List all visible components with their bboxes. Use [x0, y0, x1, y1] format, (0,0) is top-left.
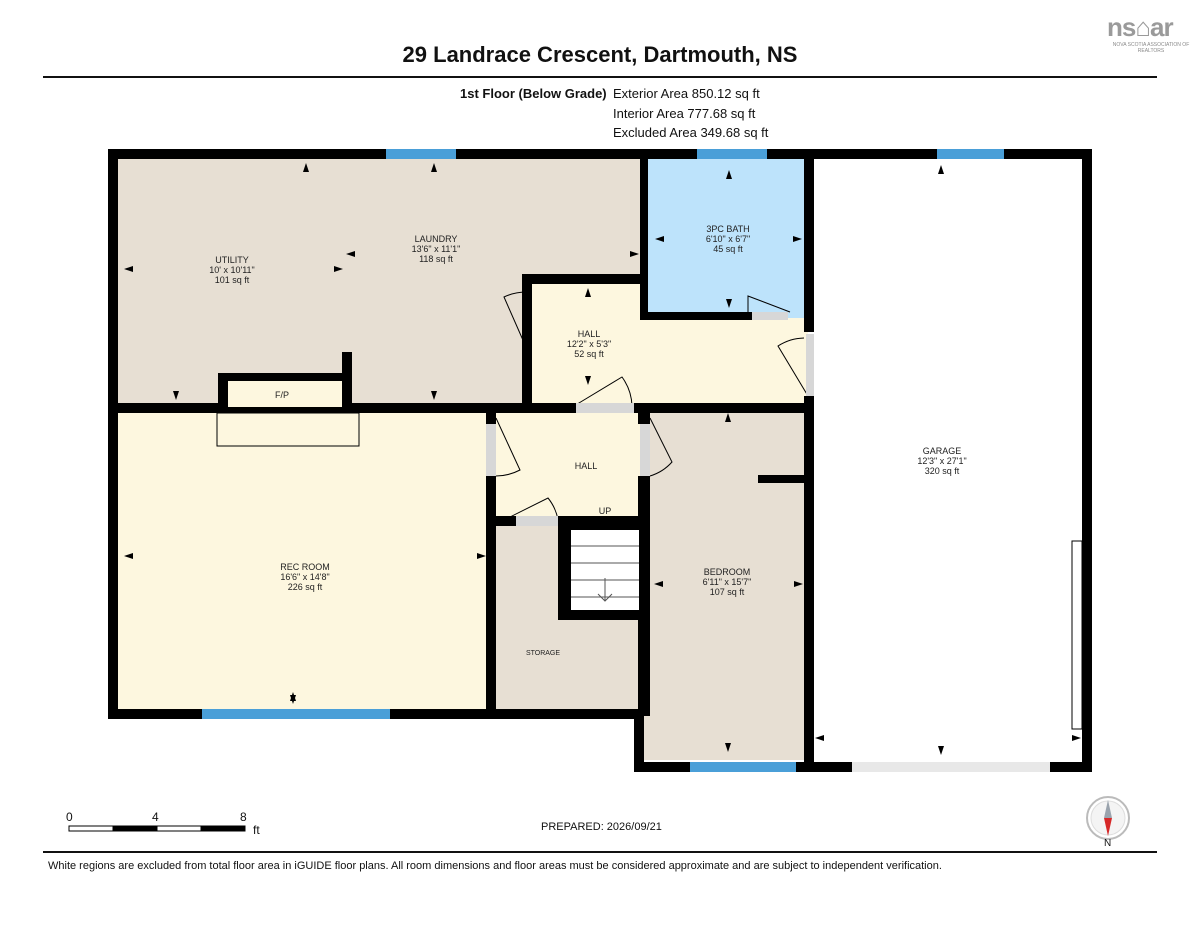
doors — [495, 291, 809, 521]
laundry-name: LAUNDRY — [415, 234, 458, 244]
rec-name: REC ROOM — [280, 562, 330, 572]
window — [386, 149, 456, 159]
hall-lower-name: HALL — [575, 461, 598, 471]
scale-bar — [68, 825, 246, 832]
rec-room-fill — [118, 407, 490, 710]
stairs-icon — [571, 545, 639, 602]
bedroom-fill — [642, 407, 808, 760]
page-title: 29 Landrace Crescent, Dartmouth, NS — [402, 42, 798, 67]
stairs-label: UP — [599, 506, 612, 516]
arrow — [726, 170, 732, 179]
arrow — [477, 553, 486, 559]
utility-name: UTILITY — [215, 255, 249, 265]
storage-name: STORAGE — [526, 650, 560, 657]
header-divider — [43, 76, 1157, 78]
rec-dims: 16'6" x 14'8" — [280, 572, 329, 582]
arrow — [431, 391, 437, 400]
logo-subtext: NOVA SCOTIA ASSOCIATION OF REALTORS — [1112, 42, 1190, 54]
interior-area: Interior Area 777.68 sq ft — [613, 106, 756, 121]
window — [690, 762, 796, 772]
garage-side-door — [1071, 540, 1083, 730]
arrow — [303, 163, 309, 172]
windows — [202, 149, 1004, 772]
utility-area: 101 sq ft — [215, 275, 250, 285]
bath-fill — [648, 158, 808, 318]
footer-divider — [43, 851, 1157, 853]
dimension-arrows — [124, 163, 1081, 755]
north-arrow-icon — [1086, 796, 1130, 840]
scale-label-0: 0 — [66, 810, 73, 824]
bath-area: 45 sq ft — [713, 244, 743, 254]
north-label: N — [1104, 838, 1112, 849]
door-openings — [486, 312, 814, 526]
arrow — [124, 266, 133, 272]
arrow — [630, 251, 639, 257]
hall-lower-fill — [490, 407, 642, 525]
floor-name: 1st Floor (Below Grade) — [460, 86, 607, 101]
nsar-logo: ns⌂ar NOVA SCOTIA ASSOCIATION OF REALTOR… — [1105, 12, 1191, 56]
arrow — [654, 581, 663, 587]
scale-label-8: 8 — [240, 810, 247, 824]
hall-upper-name: HALL — [578, 329, 601, 339]
fp-label: F/P — [275, 390, 289, 400]
arrow — [725, 413, 731, 422]
window — [697, 149, 767, 159]
laundry-dims: 13'6" x 11'1" — [412, 244, 461, 254]
rec-area: 226 sq ft — [288, 582, 323, 592]
arrow — [124, 553, 133, 559]
arrow — [173, 391, 179, 400]
arrow — [793, 236, 802, 242]
door-bath — [747, 295, 791, 313]
fireplace-hearth — [216, 412, 360, 447]
scale-label-4: 4 — [152, 810, 159, 824]
door-bedroom — [649, 417, 673, 477]
garage-fill — [808, 158, 1086, 762]
arrow — [794, 581, 803, 587]
arrow — [725, 743, 731, 752]
bath-name: 3PC BATH — [706, 224, 749, 234]
arrow — [585, 288, 591, 297]
garage-door — [852, 762, 1050, 772]
hall-upper-area: 52 sq ft — [574, 349, 604, 359]
laundry-area: 118 sq ft — [419, 254, 453, 264]
footnote: White regions are excluded from total fl… — [48, 860, 942, 872]
hall-upper-dims: 12'2" x 5'3" — [567, 339, 611, 349]
bath-dims: 6'10" x 6'7" — [706, 234, 750, 244]
arrow — [431, 163, 437, 172]
arrow — [1072, 735, 1081, 741]
door-rec — [495, 417, 521, 477]
arrow — [938, 746, 944, 755]
arrow — [655, 236, 664, 242]
arrow — [334, 266, 343, 272]
prepared-date: PREPARED: 2026/09/21 — [541, 821, 662, 833]
garage-name: GARAGE — [923, 446, 962, 456]
bedroom-area: 107 sq ft — [710, 587, 745, 597]
exterior-area: Exterior Area 850.12 sq ft — [613, 86, 760, 101]
excluded-area: Excluded Area 349.68 sq ft — [613, 125, 769, 140]
arrow — [290, 695, 296, 704]
arrow — [585, 376, 591, 385]
arrow — [346, 251, 355, 257]
garage-area: 320 sq ft — [925, 466, 960, 476]
utility-dims: 10' x 10'11" — [209, 265, 255, 275]
arrow — [815, 735, 824, 741]
bedroom-name: BEDROOM — [704, 567, 751, 577]
scale-unit: ft — [253, 823, 260, 837]
window — [937, 149, 1004, 159]
arrow — [938, 165, 944, 174]
door-garage-hall — [777, 337, 809, 397]
logo-text: ns⌂ar — [1107, 12, 1174, 42]
window — [202, 709, 390, 719]
garage-dims: 12'3" x 27'1" — [917, 456, 966, 466]
arrow — [726, 299, 732, 308]
bedroom-dims: 6'11" x 15'7" — [703, 577, 752, 587]
door-laundry-hall — [503, 291, 527, 348]
